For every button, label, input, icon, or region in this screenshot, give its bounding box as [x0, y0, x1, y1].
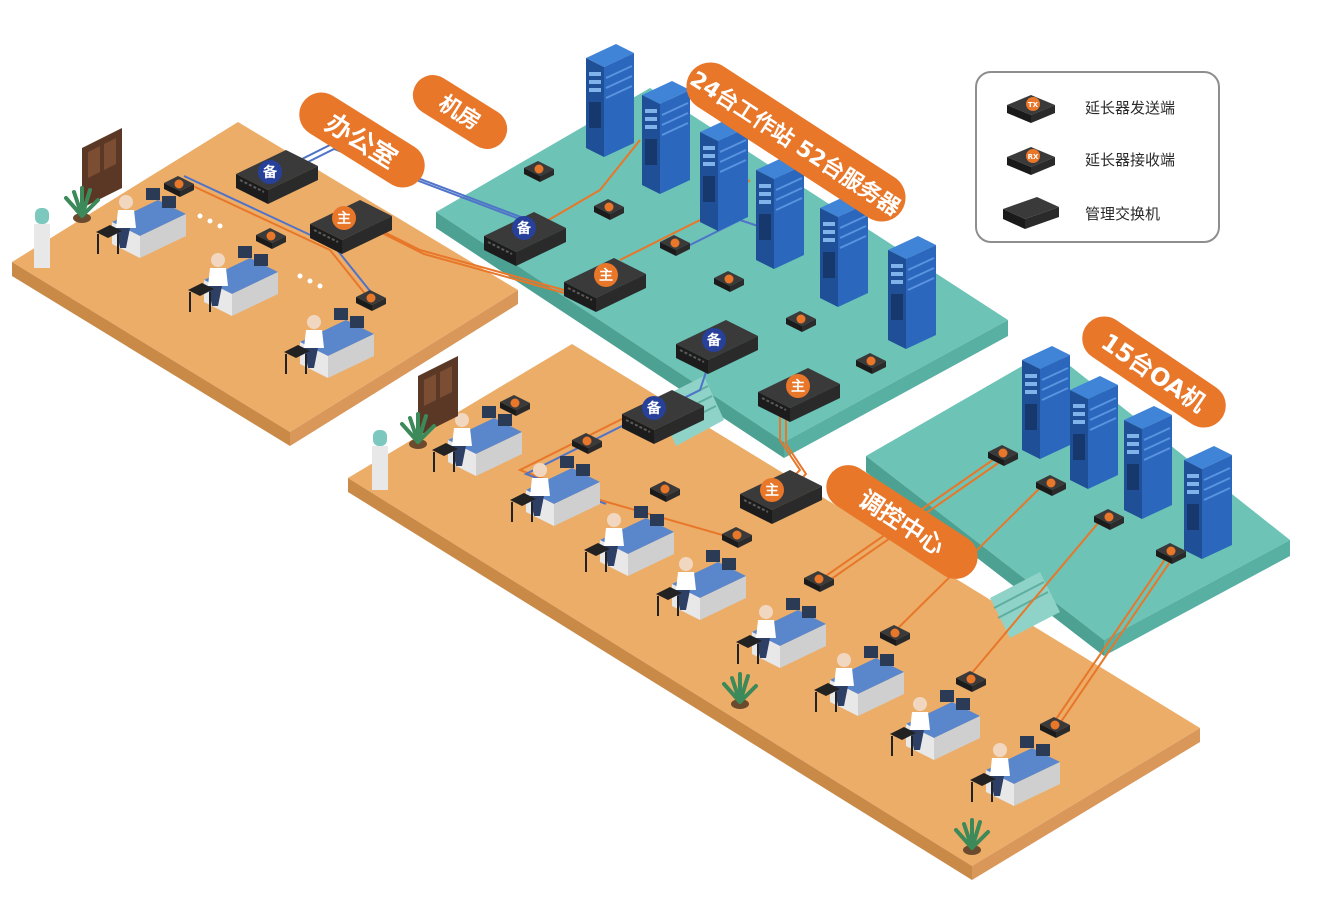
tx-badge: TX [1028, 101, 1039, 109]
switch-room-main: 主 [563, 257, 647, 313]
badge-main: 主 [337, 210, 351, 227]
switch-icon [1003, 197, 1059, 229]
switch-room-backup-2: 备 [675, 319, 759, 375]
legend-item-switch: 管理交换机 [977, 193, 1222, 233]
legend-item-extender-rx: RX 延长器接收端 [977, 139, 1222, 179]
legend-label-extender-rx: 延长器接收端 [1085, 151, 1176, 169]
label-machine-room-tag: 机房 [412, 75, 508, 149]
rx-badge: RX [1028, 153, 1039, 161]
switch-office-backup: 备 [235, 149, 319, 205]
switch-office-main: 主 [309, 199, 393, 255]
legend: TX 延长器发送端 RX 延长器接收端 管理交换机 [975, 71, 1220, 243]
badge-main: 主 [791, 378, 805, 395]
switch-control-main: 主 [739, 469, 823, 525]
extender-rx-icon: RX [1007, 147, 1055, 175]
legend-label-switch: 管理交换机 [1085, 205, 1161, 223]
extender-tx-icon: TX [1007, 95, 1055, 123]
office-desks [95, 187, 375, 379]
legend-item-extender-tx: TX 延长器发送端 [977, 87, 1222, 127]
badge-main: 主 [765, 482, 779, 499]
badge-backup: 备 [516, 220, 532, 237]
switch-room-backup: 备 [483, 211, 567, 267]
badge-backup: 备 [646, 400, 662, 417]
legend-label-extender-tx: 延长器发送端 [1085, 99, 1176, 117]
switch-control-backup: 备 [621, 389, 705, 445]
badge-main: 主 [599, 267, 613, 284]
switch-room-main-2: 主 [757, 367, 841, 423]
managed-switches: 备 主 备 主 备 主 备 主 [235, 149, 841, 525]
badge-backup: 备 [706, 332, 722, 349]
badge-backup: 备 [262, 164, 278, 181]
